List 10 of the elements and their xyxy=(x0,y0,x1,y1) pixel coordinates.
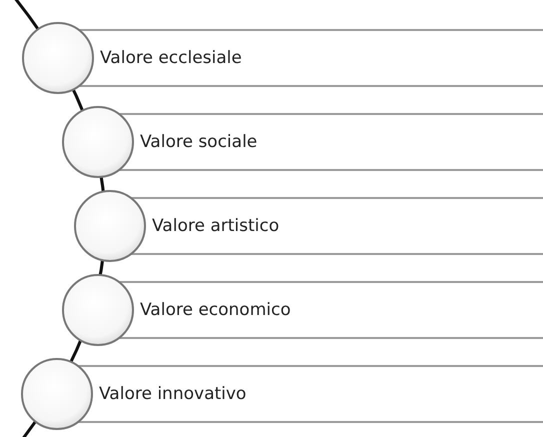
item-label: Valore ecclesiale xyxy=(100,48,242,68)
list-bar xyxy=(133,281,543,339)
item-label: Valore sociale xyxy=(140,132,258,152)
item-label: Valore artistico xyxy=(152,216,280,236)
item-label: Valore innovativo xyxy=(99,384,246,404)
list-bar xyxy=(93,29,543,87)
list-bar xyxy=(92,365,543,423)
item-label: Valore economico xyxy=(140,300,291,320)
list-bar xyxy=(145,197,543,255)
list-bar xyxy=(133,113,543,171)
